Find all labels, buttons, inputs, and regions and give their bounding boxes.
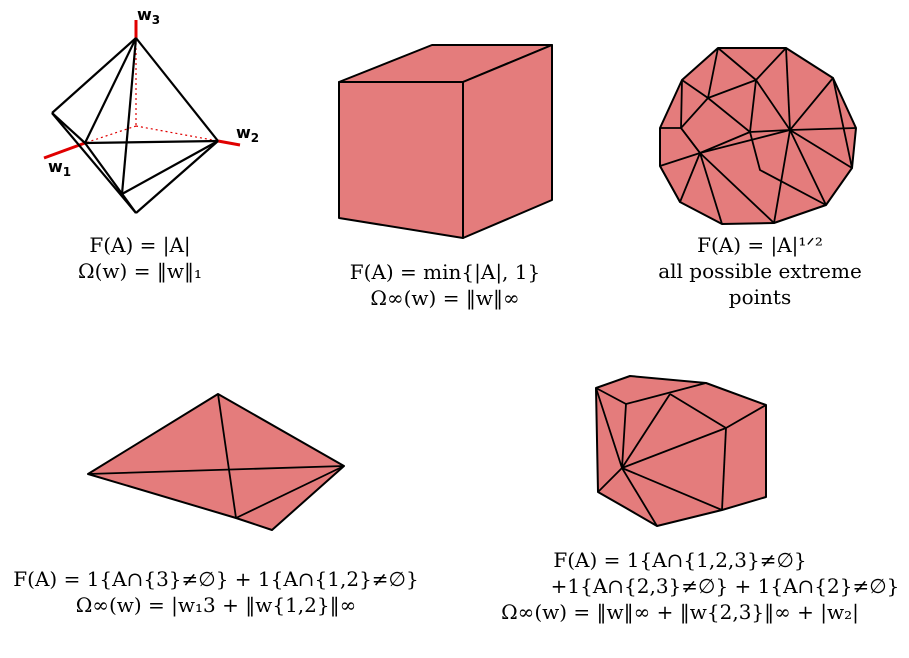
cube-caption-line1: F(A) = min{|A|, 1} — [349, 260, 541, 284]
octahedron-caption: F(A) = |A| Ω(w) = ‖w‖₁ — [78, 232, 202, 284]
sphere-caption: F(A) = |A|¹ᐟ² all possible extreme point… — [658, 232, 862, 310]
sphere-caption-line2: all possible extreme — [658, 259, 862, 283]
polytope-caption-line3: Ω∞(w) = ‖w‖∞ + ‖w{2,3}‖∞ + |w₂| — [501, 600, 859, 624]
axis-w2 — [217, 139, 241, 147]
bipyramid-caption-line1: F(A) = 1{A∩{3}≠∅} + 1{A∩{1,2}≠∅} — [13, 567, 419, 591]
axis-label-w3: w3 — [137, 5, 160, 27]
sphere-caption-line1: F(A) = |A|¹ᐟ² — [697, 233, 823, 257]
cube-caption: F(A) = min{|A|, 1} Ω∞(w) = ‖w‖∞ — [350, 259, 540, 311]
hidden-edges — [84, 38, 219, 144]
axis-label-w1: w1 — [48, 157, 71, 179]
polytope-caption-line2: +1{A∩{2,3}≠∅} + 1{A∩{2}≠∅} — [550, 574, 900, 598]
axis-label-w2: w2 — [236, 123, 259, 145]
bipyramid — [87, 393, 345, 531]
cube — [338, 44, 553, 239]
octahedron — [43, 20, 241, 214]
bipyramid-caption: F(A) = 1{A∩{3}≠∅} + 1{A∩{1,2}≠∅} Ω∞(w) =… — [13, 566, 418, 618]
polytope-caption: F(A) = 1{A∩{1,2,3}≠∅} +1{A∩{2,3}≠∅} + 1{… — [461, 547, 900, 625]
octahedron-caption-line1: F(A) = |A| — [89, 233, 191, 257]
octahedron-caption-line2: Ω(w) = ‖w‖₁ — [78, 259, 202, 283]
polytope-caption-line1: F(A) = 1{A∩{1,2,3}≠∅} — [553, 548, 807, 572]
sphere-polytope — [659, 47, 857, 225]
bipyramid-caption-line2: Ω∞(w) = |w₁3 + ‖w{1,2}‖∞ — [75, 593, 357, 617]
cube-caption-line2: Ω∞(w) = ‖w‖∞ — [370, 286, 520, 310]
sphere-caption-line3: points — [728, 285, 792, 309]
polytope-bottom-right — [595, 375, 767, 527]
